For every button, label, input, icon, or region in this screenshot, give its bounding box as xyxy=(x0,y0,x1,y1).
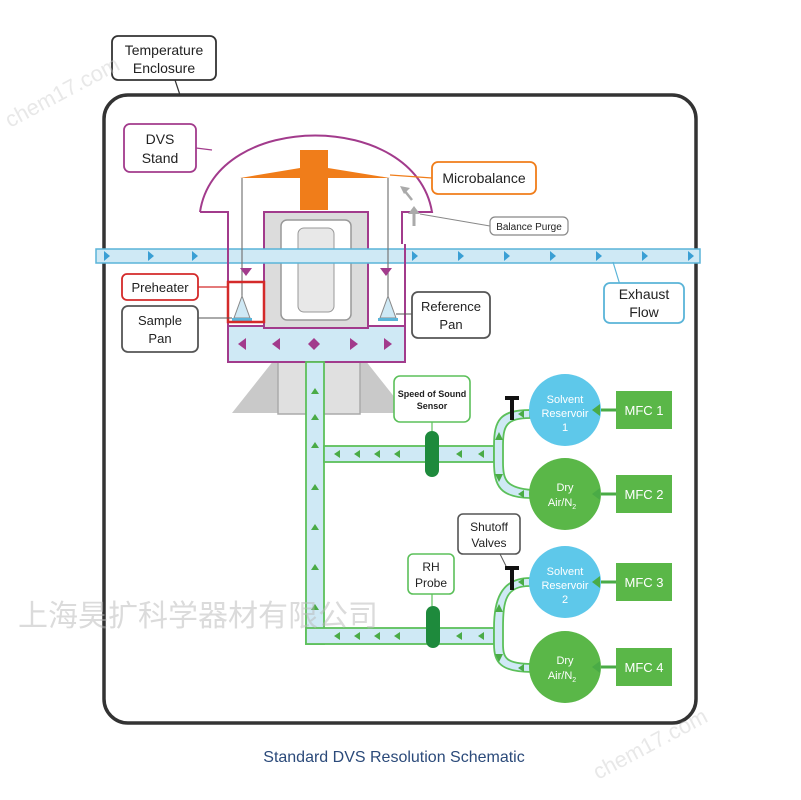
solvent2-label-3: 2 xyxy=(562,594,568,606)
temp-enclosure-callout xyxy=(111,35,217,81)
dvs-stand-leader xyxy=(195,147,213,151)
solvent2-label-1: Solvent xyxy=(547,566,584,578)
dvs-stand-label-1: DVS xyxy=(146,131,175,147)
reference-pan-label-2: Pan xyxy=(439,317,462,332)
temp-enclosure-leader xyxy=(174,79,181,96)
sample-pan-label-2: Pan xyxy=(148,331,171,346)
sample-pan-callout xyxy=(121,305,199,353)
solvent-reservoir-2 xyxy=(529,546,601,618)
speed-of-sound-sensor xyxy=(425,431,439,477)
balance-purge-callout xyxy=(489,216,569,236)
dry-air-2-label-1: Dry xyxy=(556,655,574,667)
sos-label-2: Sensor xyxy=(417,401,448,411)
microbalance-leader xyxy=(389,174,433,179)
mfc-2-label: MFC 2 xyxy=(625,487,664,502)
dvs-stand-label-2: Stand xyxy=(142,150,179,166)
exhaust-callout xyxy=(603,282,685,324)
dry-air-2 xyxy=(529,631,601,703)
mfc-2-box xyxy=(616,475,672,513)
rh-probe xyxy=(426,606,440,648)
mfc-4-label: MFC 4 xyxy=(625,660,664,675)
watermark-site-bottom: chem17.com xyxy=(589,703,712,784)
shutoff-leader xyxy=(499,553,507,567)
exhaust-tube xyxy=(95,248,701,264)
reference-pan-label-1: Reference xyxy=(421,299,481,314)
temp-enclosure-label-2: Enclosure xyxy=(133,60,195,76)
shutoff-callout xyxy=(457,513,521,555)
mfc-3-box xyxy=(616,563,672,601)
sample-pan-label-1: Sample xyxy=(138,313,182,328)
upper-manifold xyxy=(323,445,495,463)
preheater-box xyxy=(226,280,266,324)
microbalance-callout xyxy=(431,161,537,195)
gas-flow-arrows xyxy=(311,388,524,672)
mfc-1-label: MFC 1 xyxy=(625,403,664,418)
sos-callout xyxy=(393,375,471,423)
exhaust-label-2: Flow xyxy=(629,304,659,320)
rh-callout xyxy=(407,553,455,595)
chamber-flow-arrows xyxy=(238,268,392,350)
upper-branch xyxy=(493,409,533,499)
shutoff-valve-1 xyxy=(505,396,519,420)
dvs-stand-dome xyxy=(199,134,434,244)
preheater-label: Preheater xyxy=(131,280,189,295)
mfc-4-box xyxy=(616,648,672,686)
exhaust-flow-arrows xyxy=(104,251,694,261)
mfc-connectors xyxy=(592,404,616,673)
shutoff-label-1: Shutoff xyxy=(470,520,508,534)
mfc-3-label: MFC 3 xyxy=(625,575,664,590)
shutoff-valve-2 xyxy=(505,566,519,590)
dry-air-1-label-2: Air/N2 xyxy=(548,497,576,511)
balance-purge-leader xyxy=(419,213,491,227)
temp-enclosure-label-1: Temperature xyxy=(125,42,204,58)
sample-pan-icon xyxy=(232,294,252,321)
exhaust-leader xyxy=(612,261,621,286)
mfc-1-box xyxy=(616,391,672,429)
balance-purge-label: Balance Purge xyxy=(496,222,562,233)
rh-label-1: RH xyxy=(422,560,439,574)
solvent1-label-1: Solvent xyxy=(547,394,584,406)
temperature-enclosure xyxy=(102,93,698,725)
solvent1-label-3: 1 xyxy=(562,422,568,434)
dry-air-1 xyxy=(529,458,601,530)
reference-pan-icon xyxy=(378,294,398,321)
solvent2-label-2: Reservoir xyxy=(541,580,588,592)
solvent1-label-2: Reservoir xyxy=(541,408,588,420)
microbalance-label: Microbalance xyxy=(442,170,525,186)
watermark-company: 上海昊扩科学器材有限公司 xyxy=(18,599,378,634)
rh-label-2: Probe xyxy=(415,576,447,590)
preheater-callout xyxy=(121,273,199,301)
reference-pan-callout xyxy=(411,291,491,339)
hangdown-window xyxy=(297,227,335,313)
exhaust-label-1: Exhaust xyxy=(619,286,670,302)
balance-purge-icon xyxy=(400,186,420,226)
dry-air-1-label-1: Dry xyxy=(556,482,574,494)
dvs-stand-callout xyxy=(123,123,197,173)
shutoff-label-2: Valves xyxy=(471,536,506,550)
solvent-reservoir-1 xyxy=(529,374,601,446)
dry-air-2-label-2: Air/N2 xyxy=(548,670,576,684)
microbalance-icon xyxy=(240,150,390,296)
sos-label-1: Speed of Sound xyxy=(398,389,467,399)
figure-caption: Standard DVS Resolution Schematic xyxy=(263,749,524,766)
